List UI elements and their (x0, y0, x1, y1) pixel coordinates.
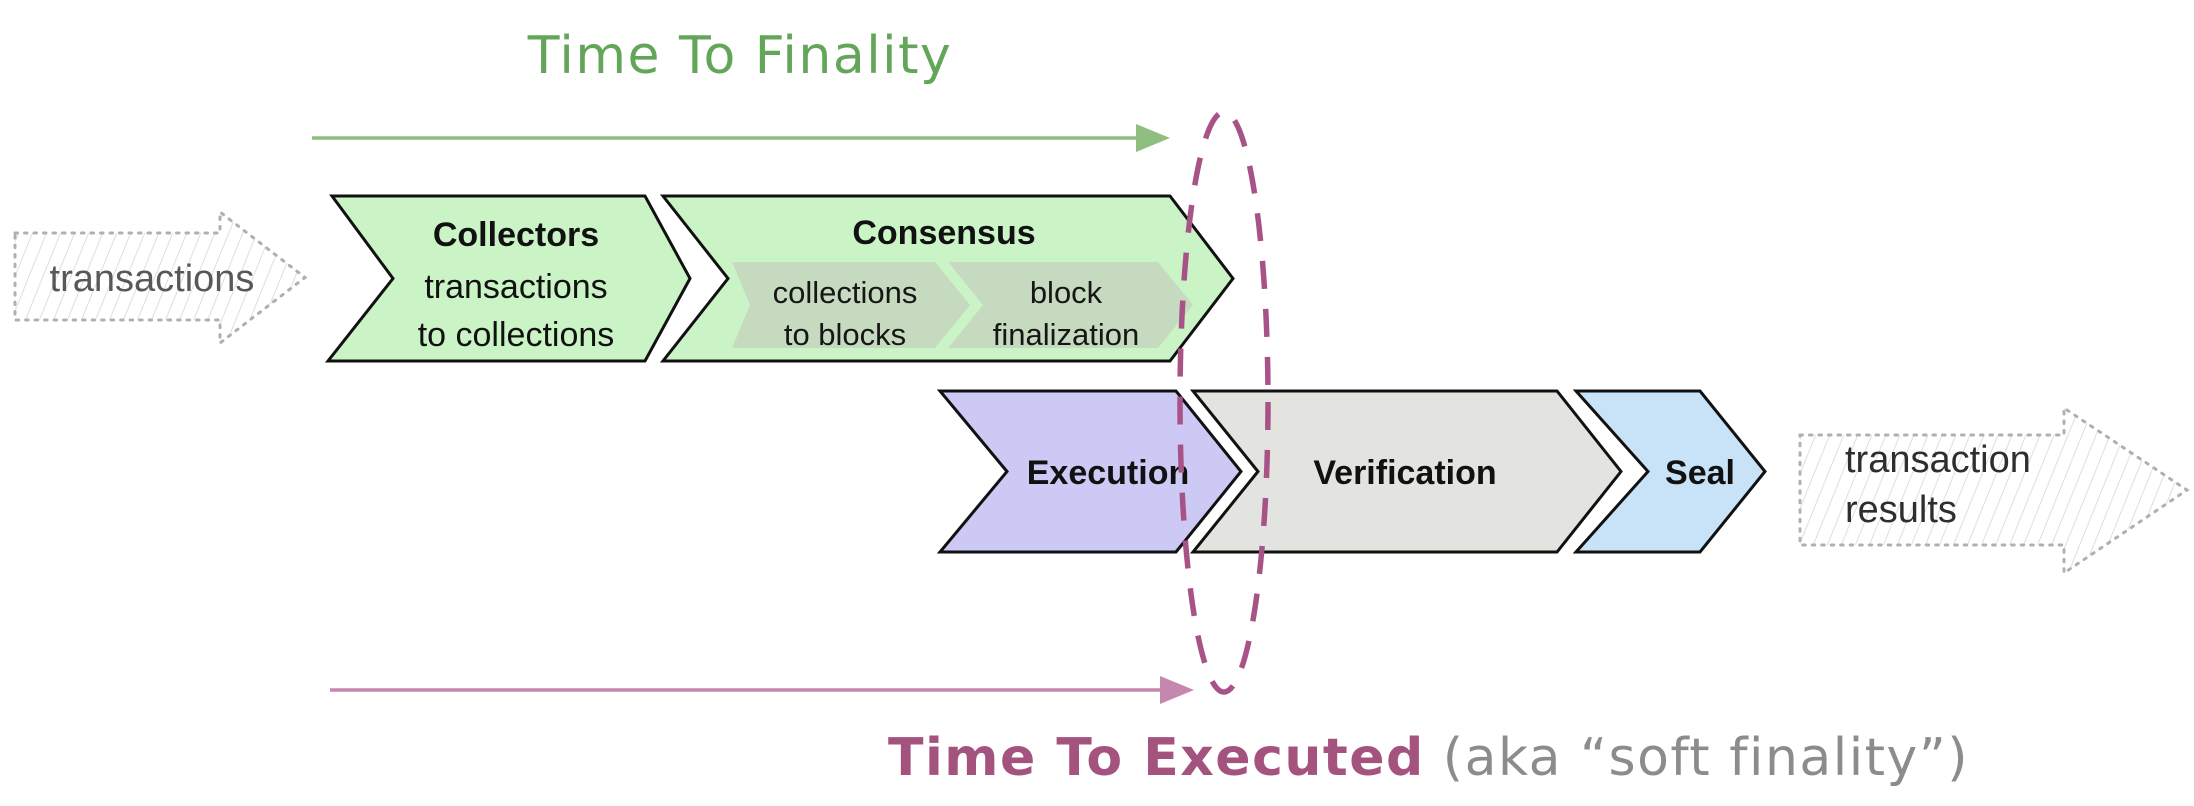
time-to-executed-title: Time To Executed (aka “soft finality”) (888, 728, 1969, 788)
substage-collections-line1: collections (773, 275, 918, 310)
substage-collections-to-blocks-shape (732, 262, 970, 348)
transaction-results-label-line2: results (1845, 489, 1957, 531)
transaction-results-label-line1: transaction (1845, 439, 2031, 481)
substage-collections-line2: to blocks (784, 317, 906, 352)
transactions-input-arrow: transactions (13, 208, 308, 347)
stage-consensus: Consensus collections to blocks block fi… (659, 194, 1235, 363)
stage-seal: Seal (1572, 389, 1767, 554)
stage-verification: Verification (1189, 389, 1623, 554)
time-to-executed-suffix: (aka “soft finality”) (1443, 728, 1969, 788)
stage-execution-shape (936, 389, 1243, 554)
stage-execution-title: Execution (1027, 454, 1189, 492)
stage-collectors: Collectors transactions to collections (324, 194, 692, 363)
substage-finalization-line2: finalization (993, 317, 1139, 352)
substage-finalization-line1: block (1030, 275, 1103, 310)
stage-collectors-shape (324, 194, 692, 363)
stage-seal-shape (1572, 389, 1767, 554)
stage-collectors-line2: to collections (418, 316, 615, 354)
executed-arrowhead-icon (1160, 676, 1194, 704)
substage-block-finalization-shape (948, 262, 1193, 348)
stage-execution: Execution (936, 389, 1243, 554)
soft-finality-boundary-ellipse (1177, 109, 1271, 695)
stage-consensus-title: Consensus (852, 214, 1035, 252)
time-to-executed-main: Time To Executed (888, 728, 1425, 788)
transaction-results-output-arrow: transaction results (1798, 405, 2190, 576)
stage-collectors-line1: transactions (424, 268, 607, 306)
stage-verification-shape (1189, 389, 1623, 554)
transactions-arrow-label: transactions (50, 258, 255, 300)
finality-arrowhead-icon (1136, 124, 1170, 152)
time-to-finality-title: Time To Finality (527, 26, 953, 86)
stage-verification-title: Verification (1313, 454, 1496, 492)
transactions-arrow-shape (13, 208, 308, 347)
stage-collectors-title: Collectors (433, 216, 599, 254)
stage-seal-title: Seal (1665, 454, 1735, 492)
transaction-results-arrow-shape (1798, 405, 2190, 576)
